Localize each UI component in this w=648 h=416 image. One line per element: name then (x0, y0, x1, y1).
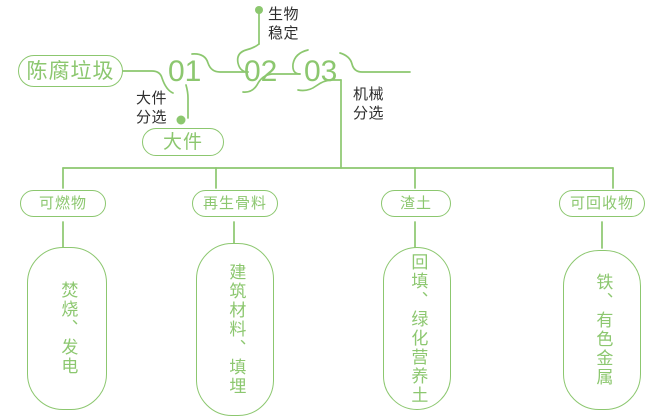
detail-text-slag-soil: 回填、绿化营养土 (408, 252, 428, 405)
stage-number-01: 01 (168, 55, 202, 88)
stage-annotation-03: 机械 分选 (353, 86, 385, 122)
wire-02-left-arc (236, 43, 260, 73)
node-source[interactable]: 陈腐垃圾 (18, 55, 123, 87)
wire-01-stem (185, 84, 189, 119)
wire-03-top-arc (292, 49, 309, 75)
node-output-combustible[interactable]: 可燃物 (20, 190, 106, 217)
dot-bio-stabilize (255, 6, 263, 14)
detail-text-recycled-aggregate: 建筑材料、填埋 (226, 263, 246, 396)
detail-box-combustible[interactable]: 焚烧、发电 (27, 247, 107, 410)
detail-box-slag-soil[interactable]: 回填、绿化营养土 (383, 247, 451, 410)
wire-01-to-02 (191, 53, 249, 73)
stage-number-03: 03 (304, 55, 338, 88)
dot-bulky-output (176, 115, 186, 125)
wire-03-right (339, 52, 411, 73)
wire-source-to-01 (122, 70, 174, 94)
node-output-bulky[interactable]: 大件 (142, 128, 224, 156)
node-output-recyclable[interactable]: 可回收物 (559, 190, 645, 217)
wire-03-bottom-arc (297, 79, 342, 92)
detail-box-recyclable[interactable]: 铁、有色金属 (563, 250, 641, 410)
node-output-recycled-aggregate[interactable]: 再生骨料 (192, 190, 278, 217)
stage-annotation-02: 生物 稳定 (268, 6, 300, 42)
node-output-slag-soil[interactable]: 渣土 (381, 190, 451, 217)
detail-box-recycled-aggregate[interactable]: 建筑材料、填埋 (196, 243, 274, 416)
stage-number-02: 02 (244, 55, 278, 88)
detail-text-combustible: 焚烧、发电 (58, 281, 78, 376)
stage-annotation-01: 大件 分选 (136, 90, 168, 126)
wire-02-to-03 (242, 73, 301, 93)
detail-text-recyclable: 铁、有色金属 (593, 273, 613, 387)
